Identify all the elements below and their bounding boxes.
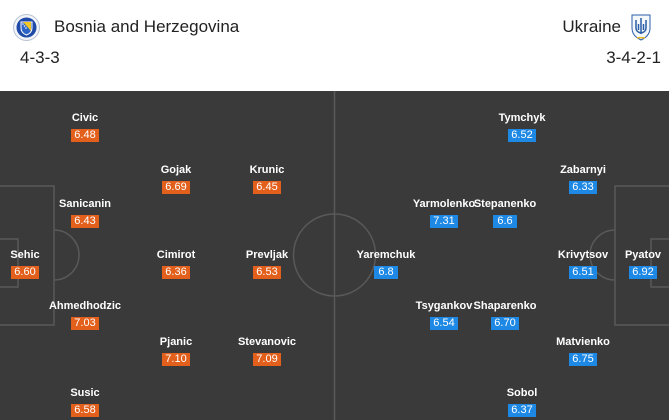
player-rating: 6.48 bbox=[71, 129, 99, 142]
home-formation: 4-3-3 bbox=[20, 48, 60, 67]
player-marker[interactable]: Prevljak 6.53 bbox=[222, 249, 312, 280]
player-rating: 6.51 bbox=[569, 266, 597, 279]
player-name: Yaremchuk bbox=[356, 249, 416, 261]
player-marker[interactable]: Gojak 6.69 bbox=[131, 164, 221, 195]
player-marker[interactable]: Civic 6.48 bbox=[40, 112, 130, 143]
player-rating: 7.31 bbox=[430, 215, 458, 228]
player-rating: 6.52 bbox=[508, 129, 536, 142]
away-formation: 3-4-2-1 bbox=[606, 48, 661, 67]
player-marker[interactable]: Matvienko 6.75 bbox=[538, 336, 628, 367]
player-name: Tymchyk bbox=[498, 112, 546, 124]
player-name: Pjanic bbox=[159, 336, 193, 348]
match-header: Bosnia and Herzegovina 4-3-3 Ukraine 3-4… bbox=[0, 0, 669, 85]
player-name: Susic bbox=[70, 387, 100, 399]
player-name: Gojak bbox=[160, 164, 192, 176]
pitch: Sehic 6.60 Civic 6.48 Sanicanin 6.43 Ahm… bbox=[0, 91, 669, 420]
player-rating: 6.6 bbox=[493, 215, 517, 228]
player-name: Pyatov bbox=[624, 249, 662, 261]
player-name: Zabarnyi bbox=[560, 164, 606, 176]
player-name: Stepanenko bbox=[473, 198, 537, 210]
player-marker[interactable]: Sobol 6.37 bbox=[477, 387, 567, 418]
player-rating: 7.10 bbox=[162, 353, 190, 366]
player-name: Stevanovic bbox=[237, 336, 297, 348]
player-rating: 7.03 bbox=[71, 317, 99, 330]
player-marker[interactable]: Shaparenko 6.70 bbox=[460, 300, 550, 331]
player-marker[interactable]: Zabarnyi 6.33 bbox=[538, 164, 628, 195]
player-rating: 6.43 bbox=[71, 215, 99, 228]
player-name: Sobol bbox=[506, 387, 538, 399]
player-name: Civic bbox=[71, 112, 99, 124]
player-marker[interactable]: Pjanic 7.10 bbox=[131, 336, 221, 367]
player-marker[interactable]: Tymchyk 6.52 bbox=[477, 112, 567, 143]
player-marker[interactable]: Ahmedhodzic 7.03 bbox=[40, 300, 130, 331]
player-rating: 6.75 bbox=[569, 353, 597, 366]
player-rating: 6.33 bbox=[569, 181, 597, 194]
player-name: Shaparenko bbox=[473, 300, 537, 312]
player-name: Sanicanin bbox=[59, 198, 111, 210]
home-team-name[interactable]: Bosnia and Herzegovina bbox=[54, 17, 240, 36]
player-name: Yarmolenko bbox=[412, 198, 476, 210]
player-name: Tsygankov bbox=[415, 300, 473, 312]
player-marker[interactable]: Krunic 6.45 bbox=[222, 164, 312, 195]
player-rating: 6.8 bbox=[374, 266, 398, 279]
ukraine-trident-crest-icon bbox=[631, 14, 651, 41]
player-rating: 6.69 bbox=[162, 181, 190, 194]
player-marker[interactable]: Sehic 6.60 bbox=[0, 249, 70, 280]
player-name: Ahmedhodzic bbox=[48, 300, 122, 312]
player-rating: 6.70 bbox=[491, 317, 519, 330]
player-name: Sehic bbox=[10, 249, 40, 261]
player-rating: 6.37 bbox=[508, 404, 536, 417]
player-marker[interactable]: Cimirot 6.36 bbox=[131, 249, 221, 280]
bosnia-crest-icon bbox=[13, 14, 40, 41]
player-name: Cimirot bbox=[156, 249, 196, 261]
player-rating: 6.58 bbox=[71, 404, 99, 417]
player-rating: 6.60 bbox=[11, 266, 39, 279]
player-marker[interactable]: Stepanenko 6.6 bbox=[460, 198, 550, 229]
player-name: Prevljak bbox=[245, 249, 289, 261]
away-team-name[interactable]: Ukraine bbox=[562, 17, 621, 36]
player-rating: 6.45 bbox=[253, 181, 281, 194]
player-rating: 6.53 bbox=[253, 266, 281, 279]
player-name: Krunic bbox=[249, 164, 285, 176]
player-marker[interactable]: Krivytsov 6.51 bbox=[538, 249, 628, 280]
player-marker[interactable]: Yarmolenko 7.31 bbox=[399, 198, 489, 229]
pitch-lines bbox=[0, 91, 669, 420]
player-marker[interactable]: Susic 6.58 bbox=[40, 387, 130, 418]
player-marker[interactable]: Stevanovic 7.09 bbox=[222, 336, 312, 367]
player-marker[interactable]: Tsygankov 6.54 bbox=[399, 300, 489, 331]
player-rating: 6.36 bbox=[162, 266, 190, 279]
player-marker[interactable]: Sanicanin 6.43 bbox=[40, 198, 130, 229]
player-rating: 7.09 bbox=[253, 353, 281, 366]
player-marker[interactable]: Pyatov 6.92 bbox=[598, 249, 669, 280]
player-marker[interactable]: Yaremchuk 6.8 bbox=[341, 249, 431, 280]
player-name: Krivytsov bbox=[557, 249, 609, 261]
player-rating: 6.54 bbox=[430, 317, 458, 330]
player-rating: 6.92 bbox=[629, 266, 657, 279]
player-name: Matvienko bbox=[556, 336, 610, 348]
